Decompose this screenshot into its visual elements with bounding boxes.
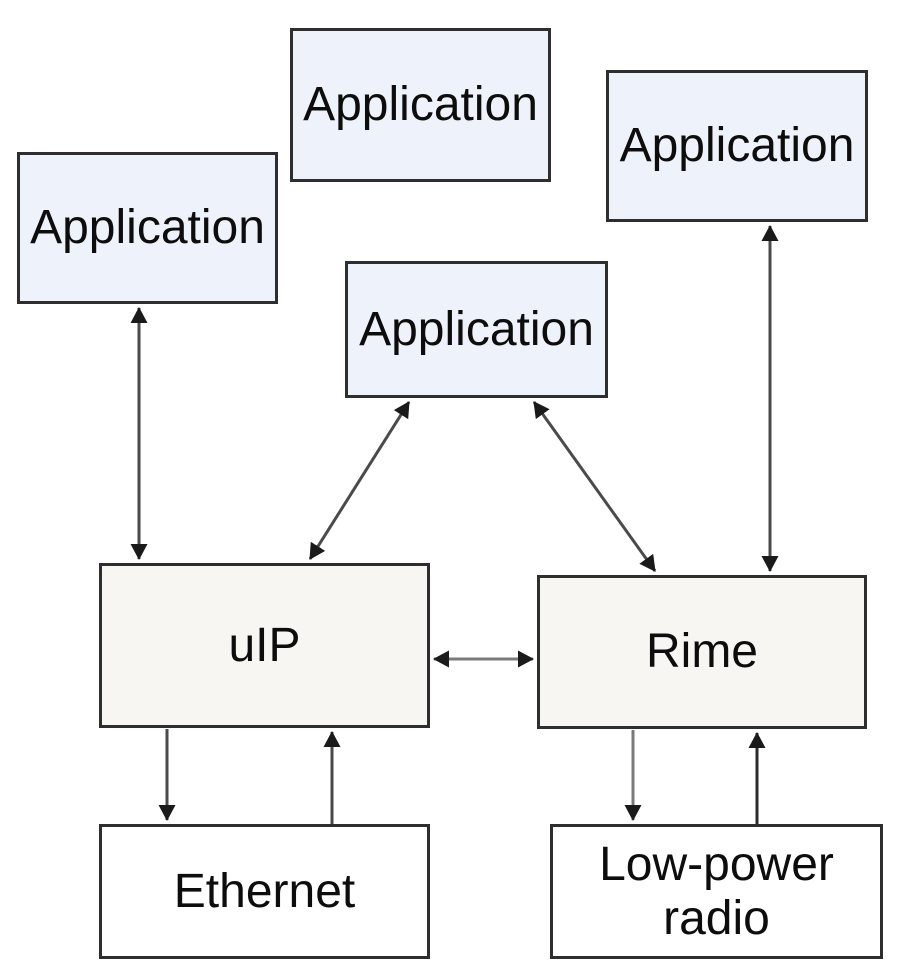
arrow-app-middle-rime — [532, 401, 657, 572]
node-application-top-center: Application — [290, 28, 551, 182]
node-low-power-radio: Low-power radio — [550, 824, 883, 959]
node-application-top-right-label: Application — [619, 119, 855, 173]
node-application-top-center-label: Application — [303, 78, 538, 132]
node-application-top-left-label: Application — [30, 201, 265, 255]
node-uip-label: uIP — [228, 618, 301, 672]
node-uip: uIP — [99, 563, 430, 728]
node-application-middle: Application — [345, 261, 608, 398]
node-rime-label: Rime — [645, 625, 758, 679]
node-ethernet-label: Ethernet — [173, 864, 356, 918]
arrow-app-middle-uip — [308, 401, 411, 560]
node-application-middle-label: Application — [359, 302, 594, 356]
node-application-top-left: Application — [17, 152, 278, 304]
node-rime: Rime — [537, 575, 867, 729]
node-application-top-right: Application — [606, 70, 868, 222]
node-ethernet: Ethernet — [99, 824, 430, 959]
node-low-power-radio-label: Low-power radio — [599, 837, 834, 945]
